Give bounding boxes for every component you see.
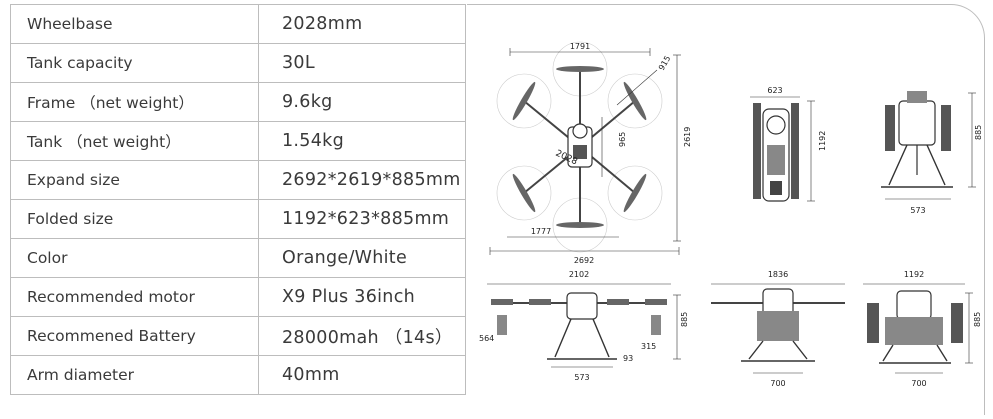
spec-label: Frame （net weight） (10, 82, 259, 122)
dim-arm-span-label: 965 (618, 132, 627, 147)
dim-side-leg-label: 573 (574, 373, 589, 382)
front-view-drawing (711, 283, 845, 374)
dim-folded-top-width-label: 623 (767, 86, 782, 95)
dim-folded-top-length-label: 1192 (818, 131, 827, 151)
folded-front-view-drawing (881, 91, 976, 200)
folded-side-view-drawing (863, 283, 973, 374)
dim-prop-diameter-label: 915 (657, 54, 672, 72)
spec-value: 30L (258, 43, 466, 83)
spec-value: 1.54kg (258, 121, 466, 161)
spec-row-expand-size: Expand size 2692*2619*885mm (10, 160, 466, 200)
spec-value: X9 Plus 36inch (258, 277, 466, 317)
spec-label: Recommended motor (10, 277, 259, 317)
dim-top-height-label: 2619 (683, 127, 692, 147)
top-view-drawing (489, 41, 681, 255)
spec-value: 1192*623*885mm (258, 199, 466, 239)
spec-table: Wheelbase 2028mm Tank capacity 30L Frame… (10, 4, 466, 395)
spec-value: 28000mah （14s） (258, 316, 466, 356)
spec-row-arm-diameter: Arm diameter 40mm (10, 355, 466, 395)
spec-row-folded-size: Folded size 1192*623*885mm (10, 199, 466, 239)
spec-value: 2028mm (258, 4, 466, 44)
dim-folded-front-height-label: 885 (974, 125, 983, 140)
spec-value: 9.6kg (258, 82, 466, 122)
spec-row-battery: Recommened Battery 28000mah （14s） (10, 316, 466, 356)
dim-front-total-label: 1836 (768, 270, 788, 279)
spec-row-color: Color Orange/White (10, 238, 466, 278)
spec-label: Tank （net weight） (10, 121, 259, 161)
dim-side-height-label: 885 (680, 312, 689, 327)
spec-row-tank-weight: Tank （net weight） 1.54kg (10, 121, 466, 161)
spec-row-tank-capacity: Tank capacity 30L (10, 43, 466, 83)
spec-value: Orange/White (258, 238, 466, 278)
spec-value: 2692*2619*885mm (258, 160, 466, 200)
dim-folded-side-leg-label: 700 (911, 379, 926, 388)
dim-front-leg-label: 700 (770, 379, 785, 388)
spec-row-wheelbase: Wheelbase 2028mm (10, 4, 466, 44)
dim-top-total-label: 2692 (574, 256, 594, 265)
spec-row-motor: Recommended motor X9 Plus 36inch (10, 277, 466, 317)
dim-top-width-label: 1791 (570, 42, 590, 51)
spec-label: Color (10, 238, 259, 278)
spec-row-frame-weight: Frame （net weight） 9.6kg (10, 82, 466, 122)
spec-value: 40mm (258, 355, 466, 395)
spec-label: Expand size (10, 160, 259, 200)
dim-folded-side-total-label: 1192 (904, 270, 924, 279)
spec-label: Folded size (10, 199, 259, 239)
dim-side-offset-label: 564 (479, 334, 494, 343)
dim-folded-front-width-label: 573 (910, 206, 925, 215)
folded-top-view-drawing (750, 96, 815, 202)
dim-side-clear-label: 315 (641, 342, 656, 351)
side-view-drawing (487, 283, 681, 368)
spec-sheet: Wheelbase 2028mm Tank capacity 30L Frame… (10, 4, 985, 416)
spec-label: Tank capacity (10, 43, 259, 83)
dim-side-small-label: 93 (623, 354, 633, 363)
dim-side-total-label: 2102 (569, 270, 589, 279)
spec-label: Wheelbase (10, 4, 259, 44)
spec-label: Recommened Battery (10, 316, 259, 356)
dimension-drawings: 1791 915 2028 965 2619 1777 2692 623 119… (479, 41, 983, 388)
spec-label: Arm diameter (10, 355, 259, 395)
dim-folded-side-height-label: 885 (973, 312, 982, 327)
dimension-drawings-panel: 1791 915 2028 965 2619 1777 2692 623 119… (467, 4, 985, 415)
dim-folded-left-label: 1777 (531, 227, 551, 236)
